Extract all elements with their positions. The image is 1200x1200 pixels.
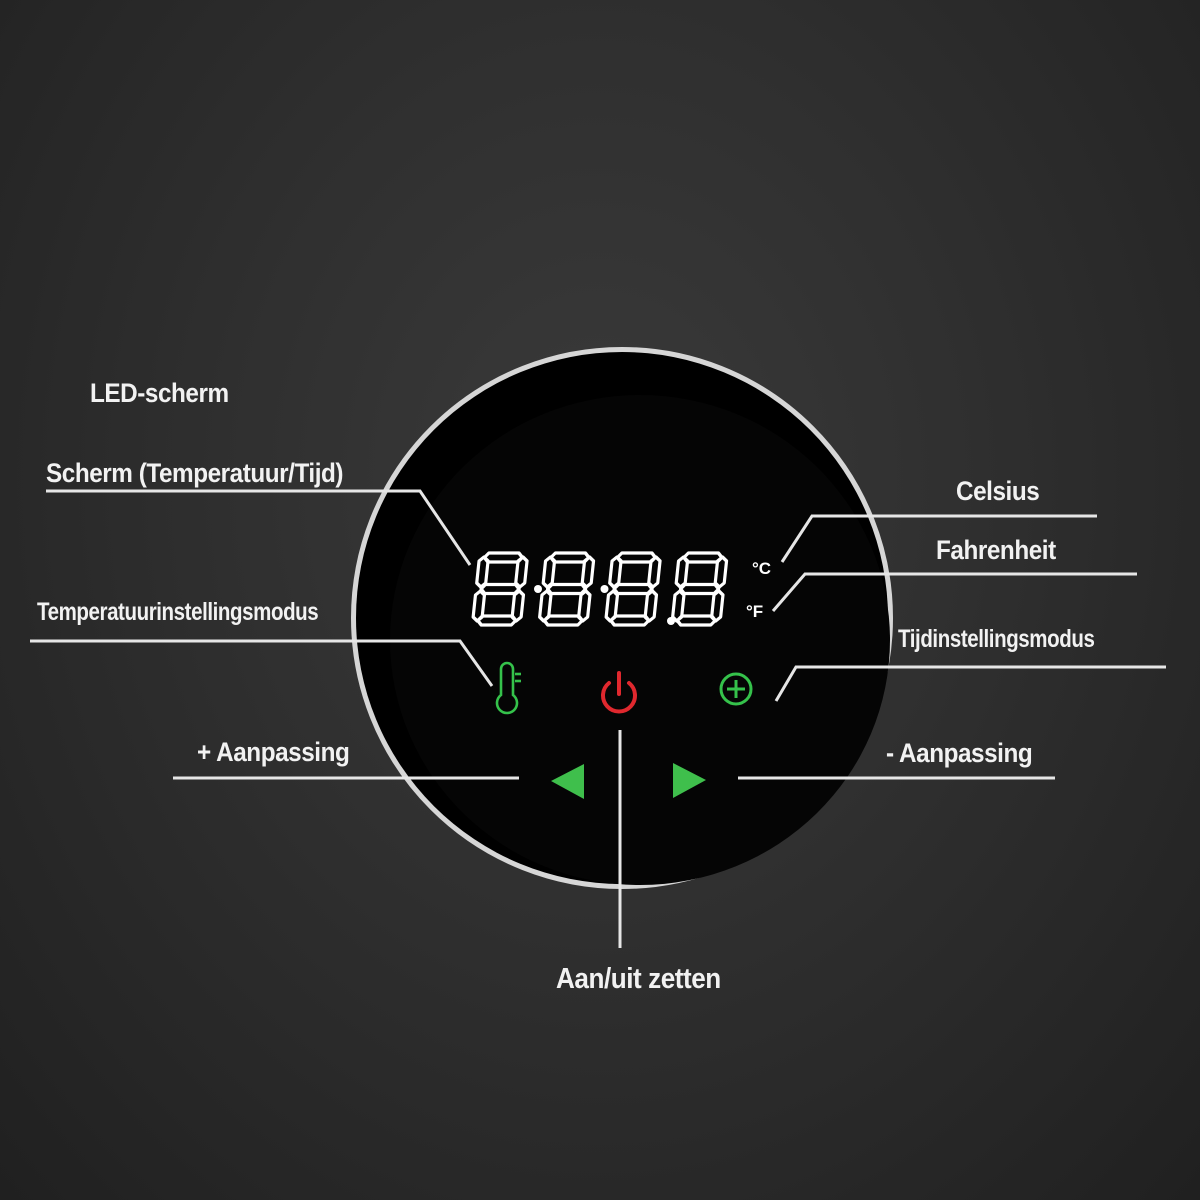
- label-fahrenheit: Fahrenheit: [936, 535, 1056, 565]
- label-celsius: Celsius: [956, 476, 1040, 506]
- thermometer-icon[interactable]: [495, 661, 521, 715]
- leader-screen: [46, 489, 472, 566]
- right-arrow-icon[interactable]: [673, 763, 706, 798]
- leader-celsius: [780, 514, 1097, 563]
- left-arrow-icon[interactable]: [551, 764, 584, 799]
- power-icon[interactable]: [601, 671, 637, 714]
- crosshair-clock-icon[interactable]: [719, 672, 753, 706]
- leader-tempmode: [30, 639, 494, 687]
- panel-rim: [351, 347, 893, 889]
- label-time-mode: Tijdinstellingsmodus: [898, 625, 1095, 653]
- display-segment: [604, 589, 620, 623]
- display-digit: [671, 551, 729, 627]
- label-power: Aan/uit zetten: [556, 963, 721, 995]
- label-led-screen: LED-scherm: [90, 378, 229, 408]
- unit-fahrenheit: °F: [746, 602, 763, 621]
- display-segment: [678, 582, 721, 596]
- leader-timemode: [774, 665, 1166, 702]
- display-dot: [600, 585, 609, 593]
- display-digit: [538, 551, 596, 627]
- display-digit: [604, 551, 662, 627]
- label-screen: Scherm (Temperatuur/Tijd): [46, 458, 344, 488]
- panel-shadow: [390, 395, 890, 885]
- leader-fahrenheit: [771, 572, 1137, 612]
- label-minus-adjust: - Aanpassing: [886, 738, 1033, 768]
- display-segment: [471, 589, 487, 623]
- display-segment: [479, 582, 521, 596]
- display-segment: [545, 582, 588, 596]
- leader-lines: [30, 489, 1166, 948]
- label-plus-adjust: + Aanpassing: [197, 737, 350, 767]
- display-dot: [534, 585, 542, 593]
- label-temperature-mode: Temperatuurinstellingsmodus: [37, 598, 319, 626]
- display-segment: [612, 582, 654, 596]
- display-segment: [538, 589, 553, 623]
- display-segment: [671, 589, 686, 623]
- unit-celsius: °C: [752, 559, 771, 578]
- display-digit: [471, 551, 529, 627]
- led-display: [471, 551, 729, 627]
